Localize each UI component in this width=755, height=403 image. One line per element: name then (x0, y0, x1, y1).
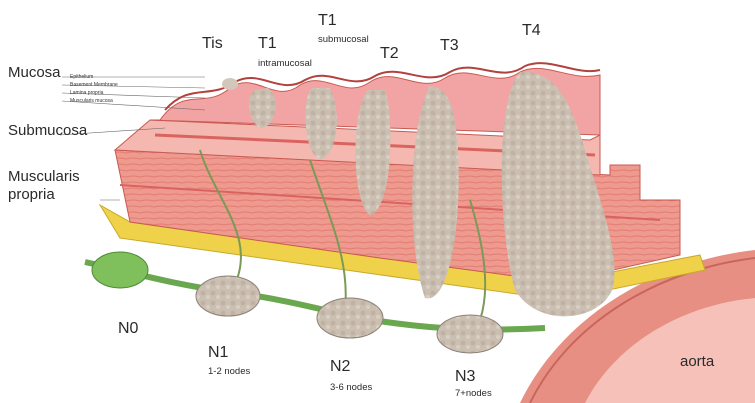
label-n2: N2 (330, 358, 350, 376)
label-n1-nodes: 1-2 nodes (208, 366, 250, 377)
label-submucosa: Submucosa (8, 122, 87, 139)
label-epithelium: Epithelium (70, 74, 93, 80)
label-intramucosal: intramucosal (258, 58, 312, 69)
label-n3-nodes: 7+nodes (455, 388, 492, 399)
tumor-tis (222, 78, 238, 90)
node-n0 (92, 252, 148, 288)
label-n2-nodes: 3-6 nodes (330, 382, 372, 393)
label-submucosal: submucosal (318, 34, 369, 45)
node-n3 (437, 315, 503, 353)
label-t4: T4 (522, 22, 541, 40)
label-n1: N1 (208, 344, 228, 362)
label-aorta: aorta (680, 353, 714, 370)
node-n1 (196, 276, 260, 316)
label-tis: Tis (202, 35, 223, 53)
label-t1-intramucosal: T1 (258, 35, 277, 53)
label-t3: T3 (440, 37, 459, 55)
label-muscularis-propria: Muscularis propria (8, 168, 80, 204)
label-n0: N0 (118, 320, 138, 338)
label-mucosa: Mucosa (8, 64, 61, 81)
node-n2 (317, 298, 383, 338)
label-muscularis-mucosa: Muscularis mucosa (70, 98, 113, 104)
label-basement-membrane: Basement Membrane (70, 82, 118, 88)
label-t1-submucosal: T1 (318, 12, 337, 30)
label-n3: N3 (455, 368, 475, 386)
label-t2: T2 (380, 45, 399, 63)
label-lamina-propria: Lamina propria (70, 90, 103, 96)
